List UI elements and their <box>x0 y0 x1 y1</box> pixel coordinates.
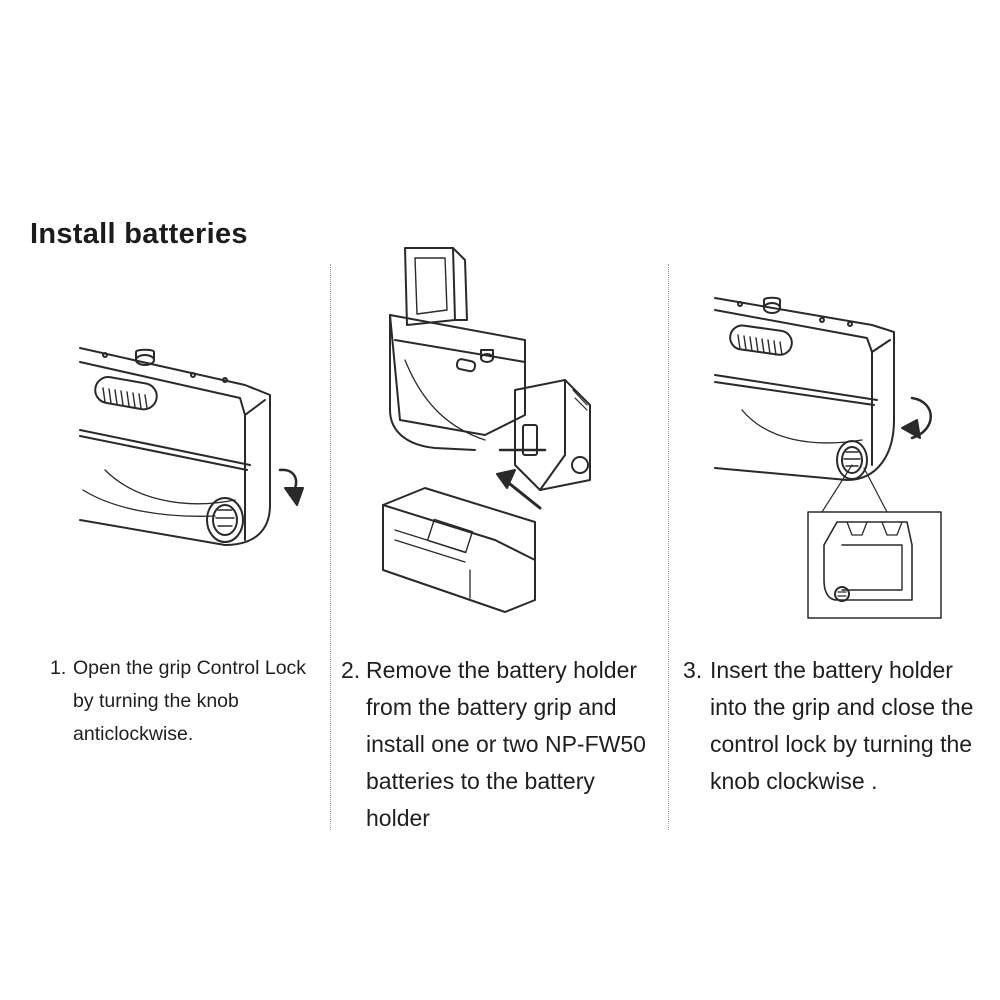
step-2-instructions: 2. Remove the battery holder from the ba… <box>341 652 646 837</box>
step-3-line-4: knob clockwise . <box>710 768 878 794</box>
grip-knob-anticlockwise-illustration <box>75 340 315 555</box>
column-divider-2 <box>668 264 669 830</box>
step-1-line-1: Open the grip Control Lock <box>73 657 307 679</box>
step-2-number: 2. <box>341 657 361 683</box>
step-3-line-2: into the grip and close the <box>710 694 974 720</box>
step-3-instructions: 3. Insert the battery holder into the gr… <box>683 652 973 800</box>
column-divider-1 <box>330 264 331 830</box>
step-2-line-1: Remove the battery holder <box>366 657 638 683</box>
page-title: Install batteries <box>30 218 248 250</box>
step-2-line-5: holder <box>366 805 430 831</box>
step-3-line-1: Insert the battery holder <box>710 657 953 683</box>
step-2-line-4: batteries to the battery <box>366 768 595 794</box>
step-1-line-2: by turning the knob <box>73 690 239 712</box>
step-1-line-3: anticlockwise. <box>73 723 194 745</box>
battery-holder-removal-illustration <box>375 240 610 615</box>
battery-holder-insert-clockwise-illustration <box>712 290 947 625</box>
step-2-line-2: from the battery grip and <box>366 694 617 720</box>
step-1-instructions: 1. Open the grip Control Lock by turning… <box>50 652 306 751</box>
step-3-line-3: control lock by turning the <box>710 731 973 757</box>
step-2-line-3: install one or two NP-FW50 <box>366 731 646 757</box>
step-1-number: 1. <box>50 657 67 679</box>
step-3-number: 3. <box>683 657 703 683</box>
